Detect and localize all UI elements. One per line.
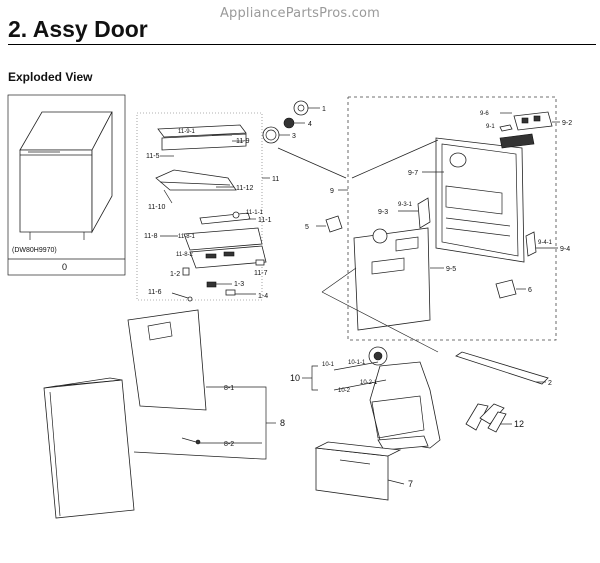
callout-1-4: 1-4 (258, 293, 268, 300)
callout-7: 7 (408, 479, 413, 489)
part-7: 7 (314, 441, 413, 501)
callout-2: 2 (548, 380, 552, 387)
callout-11-1: 11-1 (258, 217, 272, 224)
inset-index-label: 0 (62, 262, 67, 272)
callout-9-6: 9-6 (480, 111, 489, 117)
callout-9-3: 9-3 (378, 209, 388, 216)
callout-10-2-1: 10-2-1 (360, 380, 378, 386)
inset-panel: (DW80H9970) 0 (7, 94, 126, 276)
callout-9-7: 9-7 (408, 170, 418, 177)
callout-10-2: 10-2 (338, 388, 351, 394)
section-subtitle: Exploded View (8, 70, 93, 84)
part-10-2 (369, 361, 441, 449)
callout-11-7: 11-7 (254, 270, 268, 277)
callout-9-4: 9-4 (560, 246, 570, 253)
part-2: 2 (455, 351, 552, 387)
part-11-9 (157, 124, 247, 138)
callout-1-3: 1-3 (234, 281, 244, 288)
part-11-1 (199, 212, 251, 225)
part-3 (262, 126, 280, 144)
part-9-5 (353, 227, 431, 331)
part-1 (293, 100, 309, 116)
callout-3: 3 (292, 133, 296, 140)
part-4 (283, 117, 295, 129)
callout-11-6: 11-6 (148, 289, 162, 296)
part-9-3 (417, 197, 431, 229)
callout-6: 6 (528, 287, 532, 294)
part-8-1 (127, 309, 207, 411)
callout-9-5: 9-5 (446, 266, 456, 273)
callout-5: 5 (305, 224, 309, 231)
callout-11-9-1: 11-9-1 (178, 129, 196, 135)
part-11-10 (155, 169, 237, 191)
callout-11-8: 11-8 (144, 233, 158, 240)
watermark: AppliancePartsPros.com (219, 6, 381, 21)
page-title: 2. Assy Door (8, 16, 148, 42)
part-12: 12 (465, 403, 524, 433)
callout-4: 4 (308, 121, 312, 128)
callout-8-2: 8-2 (224, 441, 234, 448)
callout-11-8-1: 11-8-1 (178, 234, 196, 240)
callout-10: 10 (290, 373, 300, 383)
group-11-assembly: 11 11-9-1 11-9 11-5 11-12 11-10 11-1-1 1… (136, 112, 279, 302)
callout-8-1: 8-1 (224, 385, 234, 392)
callout-11-9: 11-9 (236, 138, 250, 145)
callout-10-1-1: 10-1-1 (348, 360, 366, 366)
title-rule (8, 44, 596, 45)
inset-model-label: (DW80H9970) (12, 247, 57, 254)
callout-11-1-1: 11-1-1 (246, 210, 264, 216)
dishwasher-illustration (19, 111, 113, 240)
callout-12: 12 (514, 419, 524, 429)
callout-11-10: 11-10 (148, 204, 165, 211)
part-9-2 (513, 111, 553, 131)
callout-10-1: 10-1 (322, 362, 335, 368)
callout-11-8-2: 11-8-2 (176, 252, 194, 258)
callout-9: 9 (330, 188, 334, 195)
callout-11-12: 11-12 (236, 185, 253, 192)
group-8-assembly: 8-1 8-2 8 (43, 309, 285, 519)
part-6: 6 (495, 279, 532, 299)
callout-9-3-1: 9-3-1 (398, 202, 413, 208)
part-9-7 (435, 137, 525, 263)
group-9-assembly: 9 9-7 9-6 9-1 9-2 9-3 9-3-1 9-4 9-4-1 (330, 96, 572, 341)
group-10-assembly: 10-1 10-1-1 10-2 10-2-1 10 (290, 346, 441, 451)
callout-9-4-1: 9-4-1 (538, 240, 553, 246)
part-5: 5 (305, 215, 343, 233)
callout-1: 1 (322, 106, 326, 113)
callout-9-2: 9-2 (562, 120, 572, 127)
callout-11: 11 (272, 176, 279, 183)
group-seal-parts: 1 4 3 (262, 100, 326, 144)
callout-11-5: 11-5 (146, 153, 160, 160)
part-9-4 (525, 231, 537, 257)
part-8-2 (195, 439, 201, 445)
callout-1-2: 1-2 (170, 271, 180, 278)
part-11-8 (183, 227, 263, 251)
callout-9-1: 9-1 (486, 124, 495, 130)
callout-8: 8 (280, 418, 285, 428)
part-8-door (43, 379, 135, 519)
